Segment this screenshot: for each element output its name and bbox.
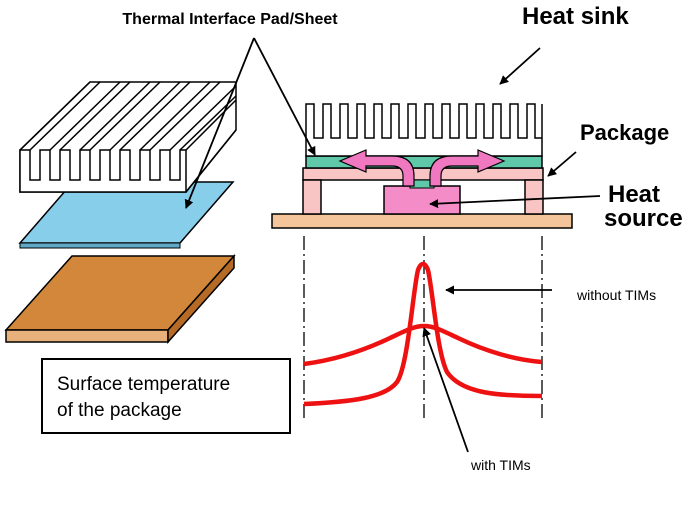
surface-temperature-note: Surface temperature of the package	[41, 358, 291, 434]
heat-source-die	[383, 185, 461, 215]
curve-without-tims	[303, 261, 543, 407]
note-line-1: Surface temperature	[57, 374, 231, 395]
curve-with-tims	[303, 323, 543, 367]
package-label: Package	[580, 120, 669, 145]
circuit-board	[271, 213, 573, 229]
thermal-interface-label: Thermal Interface Pad/Sheet	[122, 11, 338, 28]
guide-lines	[303, 236, 543, 422]
heat-flow-arrows	[338, 149, 506, 187]
leader-arrows	[184, 37, 601, 453]
without-tims-label: without TIMs	[576, 287, 656, 303]
with-tims-label: with TIMs	[470, 457, 531, 473]
heat-source-label-2: source	[604, 205, 683, 232]
thermal-pad	[18, 181, 235, 249]
note-line-2: of the package	[57, 400, 182, 421]
heat-sink	[305, 103, 543, 157]
heat-source-label-1: Heat	[608, 181, 660, 208]
copper-plate	[4, 254, 236, 344]
heat-sink-label: Heat sink	[522, 3, 629, 30]
exploded-heat-sink	[19, 81, 237, 193]
